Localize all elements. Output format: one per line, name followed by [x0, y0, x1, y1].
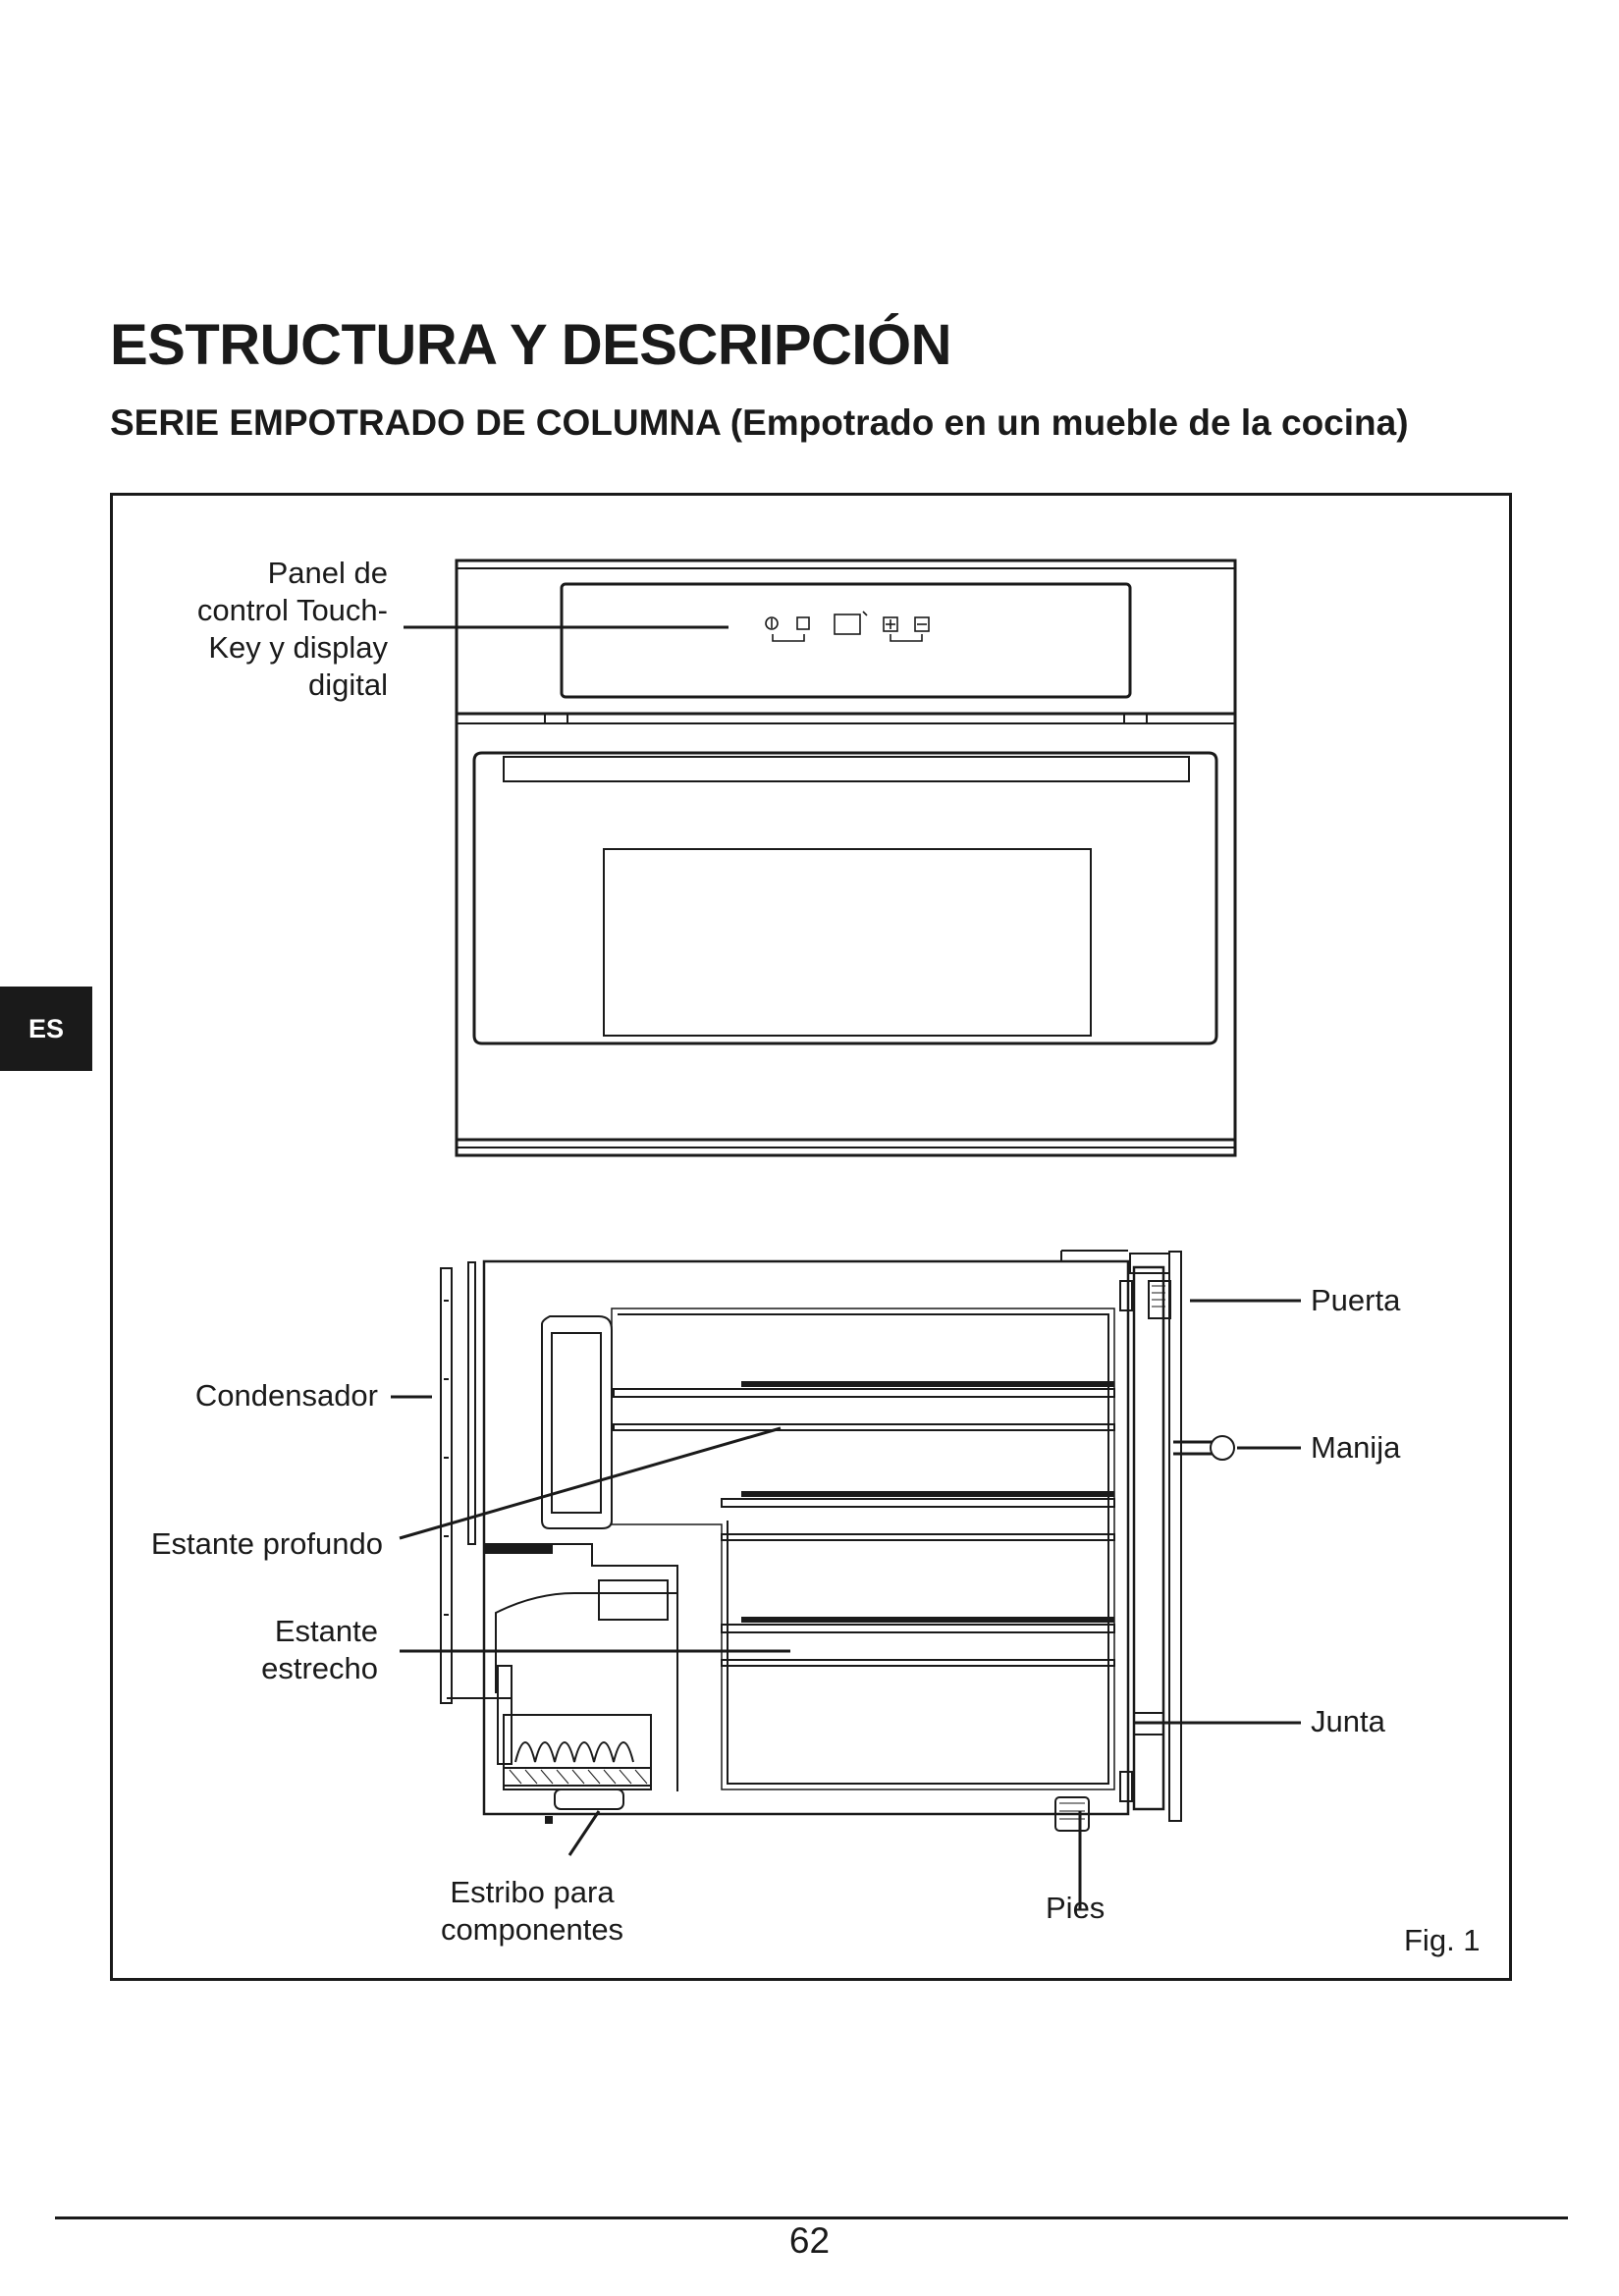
leader-lines	[391, 625, 1301, 1909]
language-tab: ES	[0, 987, 92, 1071]
label-deep-shelf: Estante profundo	[150, 1526, 383, 1561]
footer-rule	[55, 2216, 1568, 2219]
oven-front-view	[455, 559, 1237, 1157]
oven-side-section	[440, 1250, 1235, 1832]
touch-key-icons	[765, 611, 930, 642]
label-feet: Pies	[1046, 1891, 1106, 1925]
label-door: Puerta	[1311, 1283, 1401, 1317]
page-number: 62	[788, 2220, 831, 2261]
label-control-panel: Panel de control Touch-Key y display dig…	[196, 556, 388, 702]
label-gasket: Junta	[1311, 1704, 1385, 1738]
oven-diagram	[391, 559, 1301, 1909]
label-component-bracket: Estribo para componentes	[440, 1875, 624, 1947]
figure-caption: Fig. 1	[1404, 1923, 1481, 1957]
page-subtitle: SERIE EMPOTRADO DE COLUMNA (Empotrado en…	[110, 402, 1409, 443]
label-condenser: Condensador	[194, 1378, 378, 1413]
figure-frame: Panel de control Touch-Key y display dig…	[110, 493, 1512, 1981]
label-narrow-shelf: Estante estrecho	[261, 1614, 378, 1685]
page-title: ESTRUCTURA Y DESCRIPCIÓN	[110, 313, 952, 377]
label-handle: Manija	[1311, 1430, 1401, 1465]
